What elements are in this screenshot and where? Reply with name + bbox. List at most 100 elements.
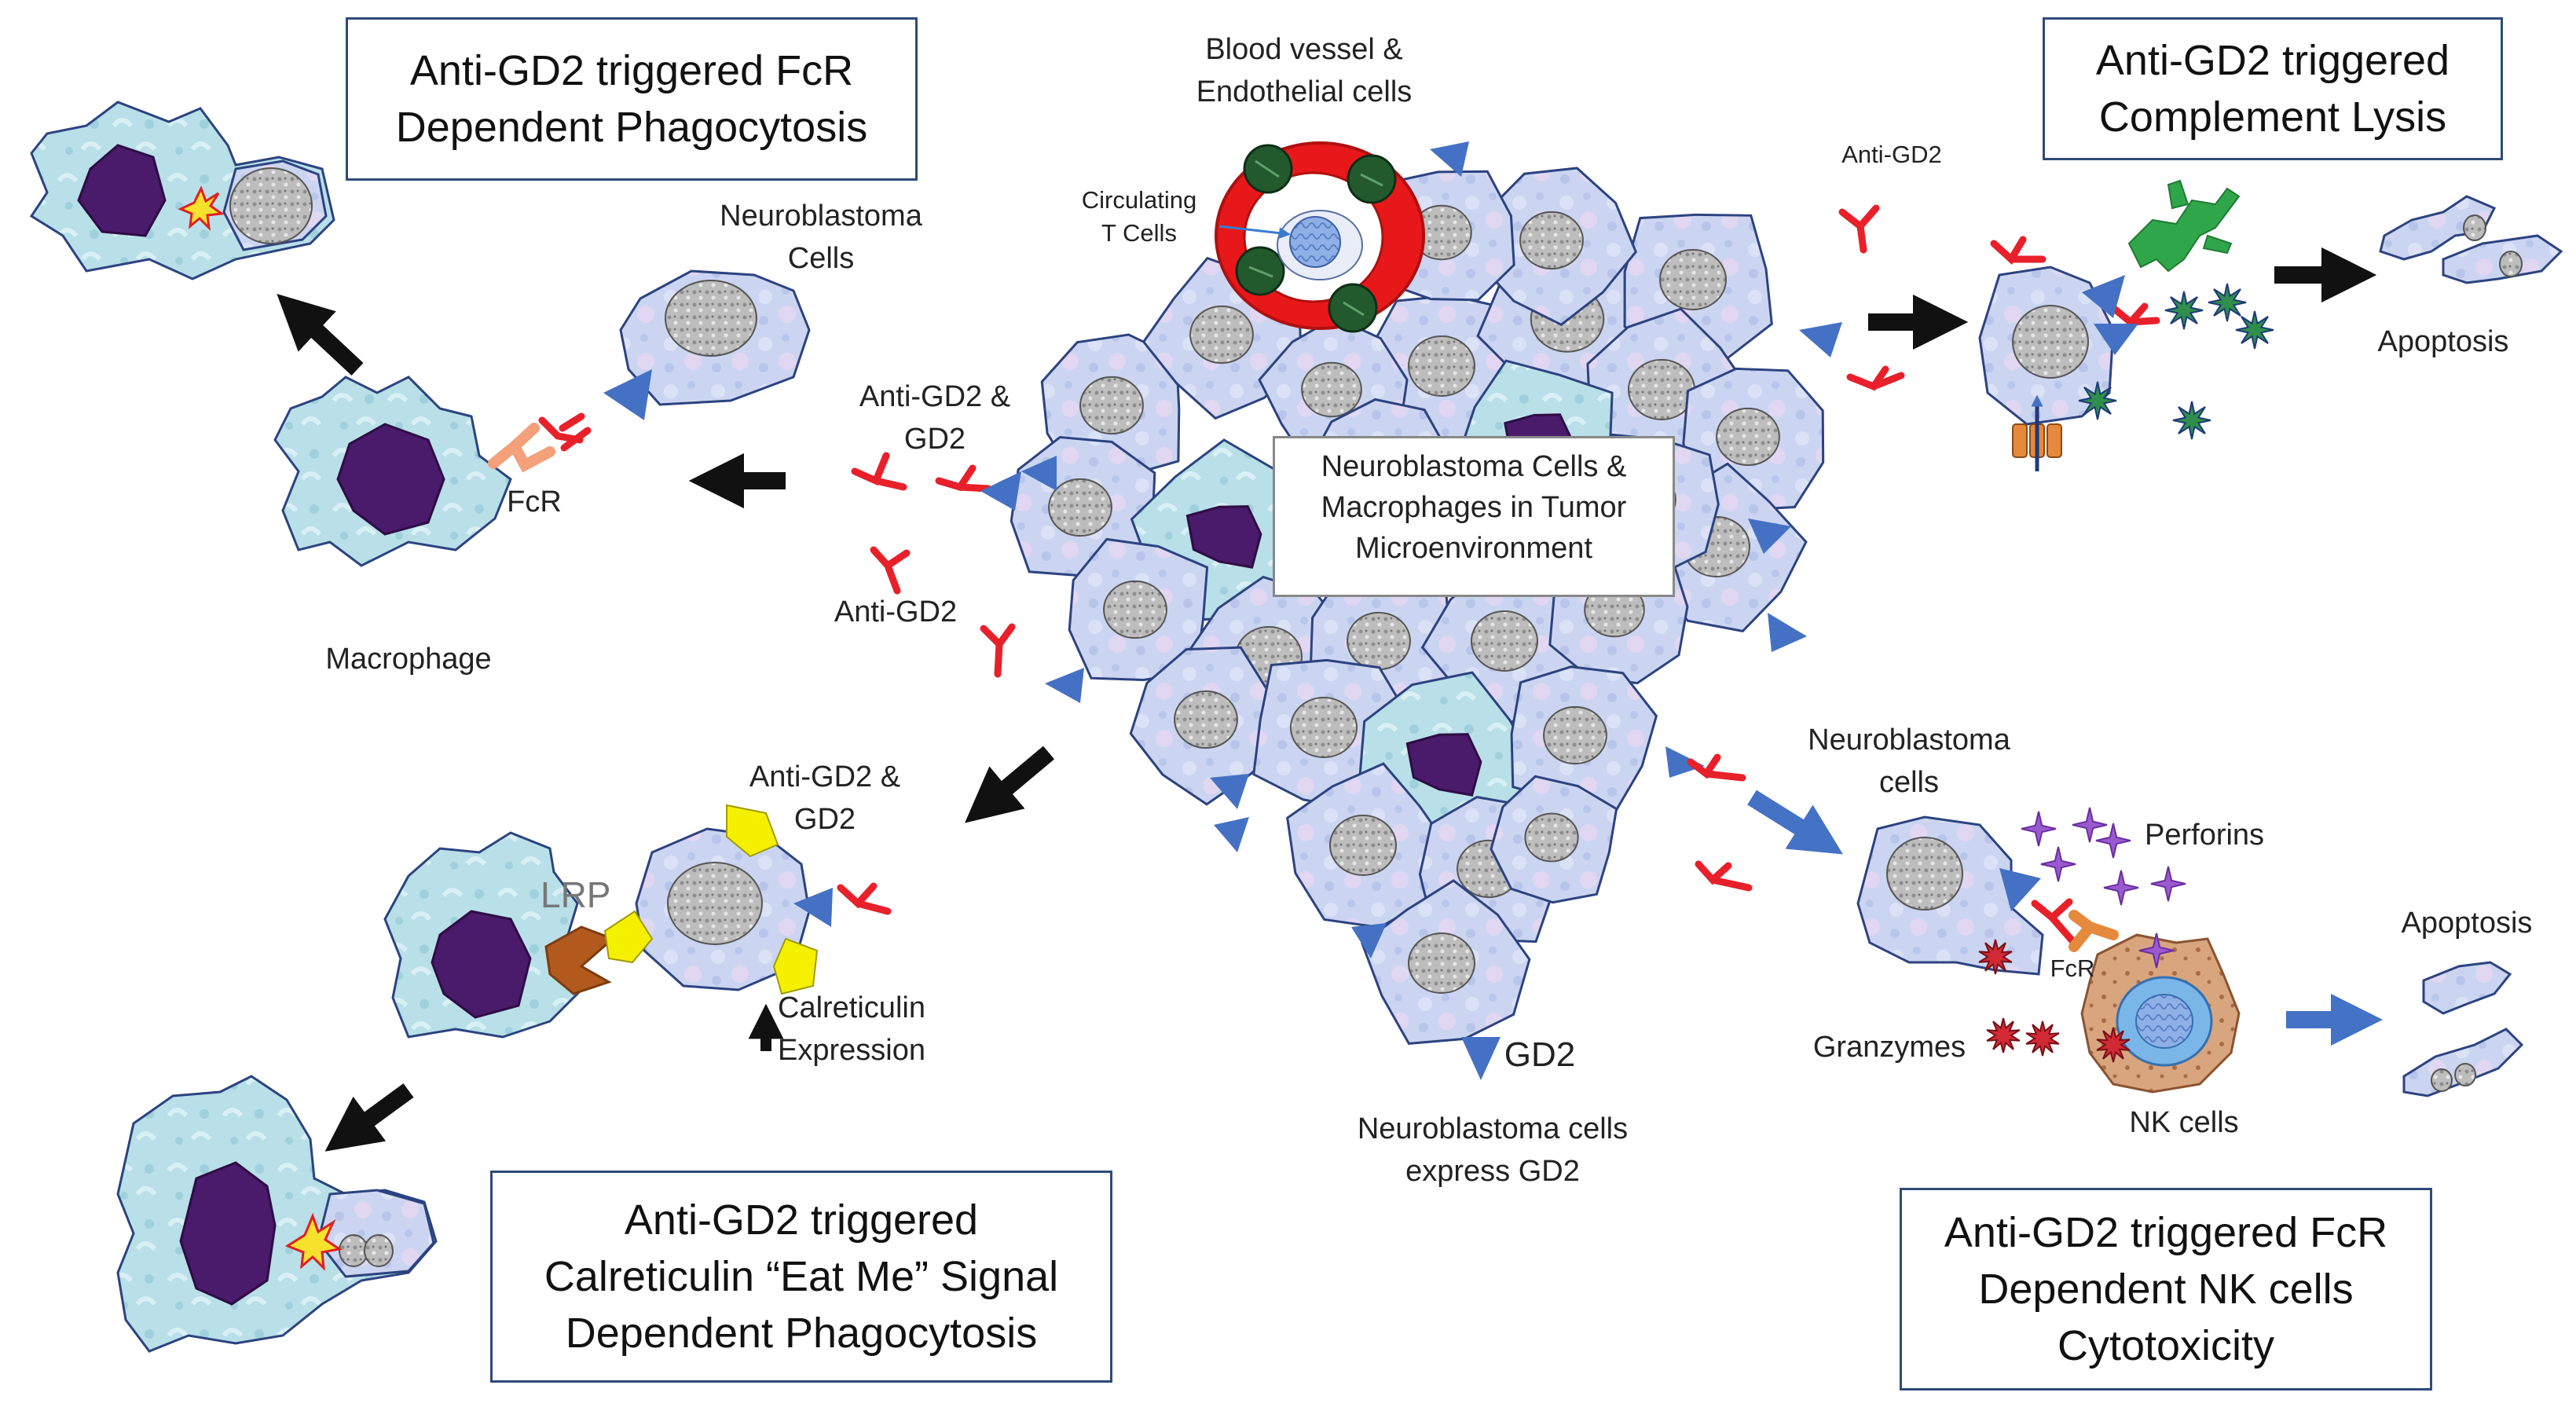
macrophage-nucleus	[1405, 733, 1482, 797]
label-calreticulin-expression: Calreticulin Expression	[778, 987, 966, 1072]
label-line: Anti-GD2 &	[749, 760, 901, 793]
label-apoptosis-top: Apoptosis	[2377, 325, 2509, 358]
perforin	[2150, 866, 2186, 902]
antibodies-right	[1838, 204, 2160, 391]
label-line: Calreticulin	[778, 991, 925, 1024]
arrow-to-eatme	[324, 1083, 414, 1152]
label-circulating-tcells: Circulating T Cells	[1053, 184, 1226, 250]
label-line: T Cells	[1101, 219, 1177, 247]
gd2-triangle	[1748, 518, 1791, 554]
box-calreticulin: Anti-GD2 triggered Calreticulin “Eat Me”…	[490, 1171, 1112, 1383]
tumor-nucleus	[1524, 812, 1579, 863]
apoptotic-cell-top	[2379, 195, 2563, 284]
center-label: Neuroblastoma Cells & Macrophages in Tum…	[1273, 436, 1675, 597]
label-line: Cells	[787, 242, 855, 275]
tumor-nucleus	[1048, 478, 1112, 537]
box-line: Anti-GD2 triggered	[624, 1196, 979, 1244]
label-perforins: Perforins	[2145, 819, 2265, 852]
nk-cell	[2080, 933, 2241, 1094]
gd2-triangle	[1210, 774, 1249, 809]
complement-star	[2235, 310, 2274, 350]
box-line: Calreticulin “Eat Me” Signal	[544, 1253, 1059, 1300]
label-antigd2-left: Anti-GD2	[834, 595, 958, 628]
tumor-nucleus	[1301, 361, 1362, 418]
box-line: Anti-GD2 triggered FcR	[409, 47, 854, 94]
macrophage-nucleus	[1185, 505, 1262, 569]
label-antigd2-gd2-left: Anti-GD2 & GD2	[833, 376, 1037, 460]
tumor-nucleus	[1174, 690, 1238, 749]
box-line: Dependent NK cells	[1978, 1266, 2354, 1313]
label-line: cells	[1878, 766, 1940, 799]
tumor-nucleus	[1103, 580, 1167, 639]
phagocytosis-eatme	[116, 1075, 438, 1353]
gd2-triangle	[1021, 456, 1057, 491]
perforin	[2021, 811, 2057, 847]
tumor-nucleus	[1628, 359, 1695, 420]
complement-protein	[2127, 179, 2241, 273]
center-line: Macrophages in Tumor	[1321, 491, 1627, 524]
label-line: GD2	[793, 803, 856, 836]
neuroblastoma-cell-calreticulin	[603, 804, 833, 995]
label-fcr-left: FcR	[507, 485, 562, 518]
label-macrophage: Macrophage	[325, 643, 492, 676]
label-neuroblastoma-cells-right: Neuroblastoma cells	[1791, 719, 2027, 804]
tumor-cluster	[1010, 141, 1842, 1080]
tumor-nucleus	[1189, 305, 1254, 365]
granzyme	[1986, 1017, 2021, 1053]
nk-target-cell	[1856, 815, 2119, 976]
perforin	[2103, 870, 2139, 906]
box-line: Cytotoxicity	[2057, 1322, 2275, 1369]
label-line: Anti-GD2 &	[859, 380, 1011, 413]
label-line: express GD2	[1405, 1155, 1580, 1188]
gd2-left	[980, 471, 1021, 511]
tumor-nucleus	[1408, 933, 1475, 994]
label-neuroblastoma-express-gd2: Neuroblastoma cells express GD2	[1320, 1108, 1665, 1193]
neuroblastoma-cell-top	[603, 269, 811, 420]
tumor-nucleus	[1290, 697, 1358, 758]
phagocytosing-macrophage	[29, 101, 335, 280]
gd2-triangle	[1214, 817, 1249, 852]
antibodies-left	[851, 452, 1016, 678]
label-line: Blood vessel &	[1205, 33, 1403, 66]
t-cell	[1289, 216, 1341, 268]
label-antigd2-gd2-bottom: Anti-GD2 & GD2	[723, 756, 927, 841]
tumor-nucleus	[1471, 610, 1538, 672]
perforin	[2040, 846, 2076, 882]
tumor-nucleus	[1519, 211, 1584, 270]
macrophage-left	[273, 376, 592, 567]
antibodies-lower-right	[1687, 753, 1753, 892]
gd2-triangle	[1665, 746, 1705, 778]
label-line: Neuroblastoma	[1808, 724, 2010, 757]
label-granzymes: Granzymes	[1812, 1031, 1966, 1064]
complement-target-cell	[1978, 266, 2138, 471]
label-blood-vessel: Blood vessel & Endothelial cells	[1163, 28, 1446, 113]
box-fcr-phagocytosis: Anti-GD2 triggered FcR Dependent Phagocy…	[346, 17, 918, 181]
label-antigd2-right: Anti-GD2	[1841, 141, 1942, 168]
label-line: Expression	[778, 1034, 925, 1067]
complement-star	[2208, 283, 2247, 322]
label-fcr-right: FcR	[2050, 954, 2095, 982]
perforin	[2095, 823, 2131, 859]
complement-star	[2164, 291, 2204, 330]
label-gd2: GD2	[1504, 1035, 1576, 1074]
lrp-receptor	[544, 925, 615, 995]
granzyme	[2096, 1027, 2131, 1063]
label-line: Neuroblastoma	[720, 200, 922, 233]
gd2-triangle	[1461, 1037, 1501, 1080]
gd2-triangle	[1430, 141, 1469, 177]
apoptotic-cell-bottom	[2402, 961, 2524, 1097]
box-complement-lysis: Anti-GD2 triggered Complement Lysis	[2043, 17, 2503, 160]
box-line: Anti-GD2 triggered FcR	[1944, 1209, 2388, 1256]
complement-star	[2078, 381, 2117, 420]
perforin	[2138, 933, 2175, 969]
tumor-nucleus	[1543, 705, 1607, 765]
label-line: Neuroblastoma cells	[1357, 1112, 1629, 1145]
tumor-nucleus	[1329, 815, 1397, 876]
center-line: Neuroblastoma Cells &	[1321, 450, 1627, 483]
gd2-triangle	[1768, 613, 1807, 652]
gd2-triangle	[1351, 923, 1387, 958]
granzyme	[2025, 1020, 2060, 1057]
t-cell-pointer	[1218, 225, 1291, 240]
blood-vessel	[1215, 141, 1425, 333]
